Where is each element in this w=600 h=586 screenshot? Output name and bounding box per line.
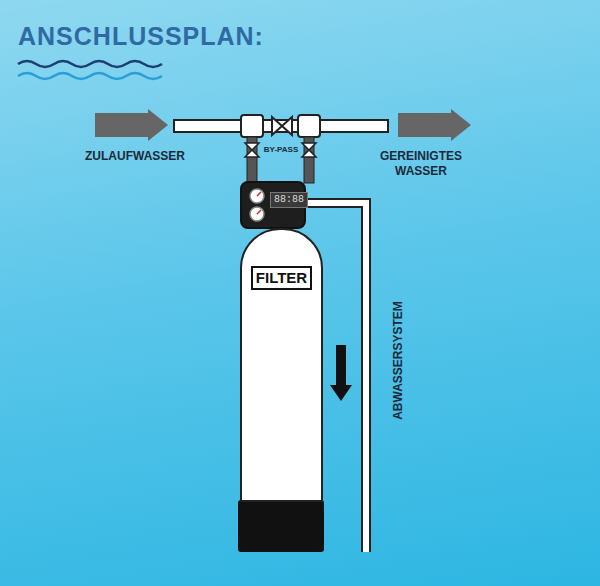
filter-label: FILTER: [251, 266, 312, 290]
tee-fitting: [298, 115, 320, 137]
bypass-valve: [272, 117, 292, 135]
title: ANSCHLUSSPLAN:: [18, 22, 264, 51]
tee-fitting: [241, 115, 263, 137]
tank-base: [238, 500, 324, 552]
outflow-arrow: [398, 109, 471, 141]
flow-arrow: [336, 345, 346, 385]
valve: [302, 143, 316, 157]
gauge-needle: [257, 210, 261, 214]
pressure-gauge: [250, 189, 264, 203]
gauge-needle: [257, 192, 261, 196]
drain-label: ABWASSERSYSTEM: [391, 301, 406, 420]
display-digits: 88:88: [270, 192, 308, 208]
valve: [245, 143, 259, 157]
flow-arrow: [330, 385, 352, 401]
inflow-label: ZULAUFWASSER: [85, 149, 185, 164]
pressure-gauge: [250, 207, 264, 221]
wave-line: [18, 61, 162, 67]
filter-tank: FILTER: [240, 228, 323, 502]
inflow-arrow: [95, 109, 168, 141]
control-head: 88:88: [240, 181, 306, 229]
bypass-label: BY-PASS: [264, 145, 299, 155]
wave-line: [18, 73, 162, 79]
outflow-label: GEREINIGTES WASSER: [373, 149, 469, 179]
